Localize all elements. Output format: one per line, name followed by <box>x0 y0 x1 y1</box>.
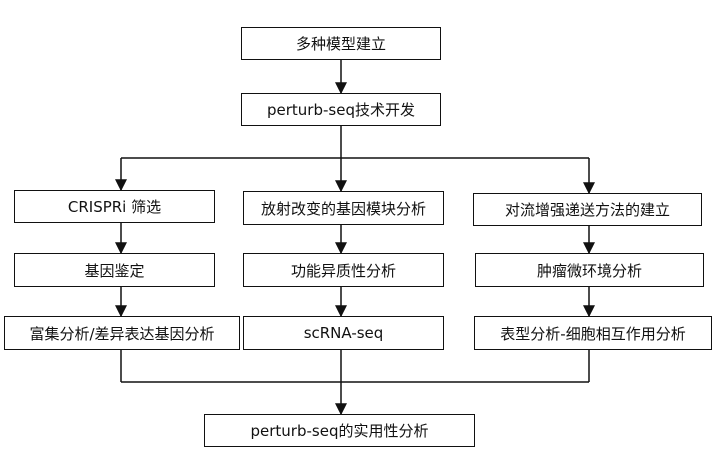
node-tumor-microenvironment: 肿瘤微环境分析 <box>475 253 704 287</box>
node-phenotype-cell-interaction: 表型分析-细胞相互作用分析 <box>474 316 712 350</box>
node-functional-heterogeneity: 功能异质性分析 <box>243 253 444 287</box>
node-gene-identification: 基因鉴定 <box>14 253 215 287</box>
node-right-ced-method: 对流增强递送方法的建立 <box>473 193 702 226</box>
node-crispri-screen: CRISPRi 筛选 <box>14 190 215 223</box>
node-scrna-seq: scRNA-seq <box>243 316 444 350</box>
node-perturb-seq-development: perturb-seq技术开发 <box>241 93 441 126</box>
node-perturb-seq-utility: perturb-seq的实用性分析 <box>204 414 475 447</box>
node-mid-radiation-module: 放射改变的基因模块分析 <box>243 191 444 225</box>
node-model-building: 多种模型建立 <box>241 27 441 60</box>
node-enrichment-deg-analysis: 富集分析/差异表达基因分析 <box>4 316 240 350</box>
